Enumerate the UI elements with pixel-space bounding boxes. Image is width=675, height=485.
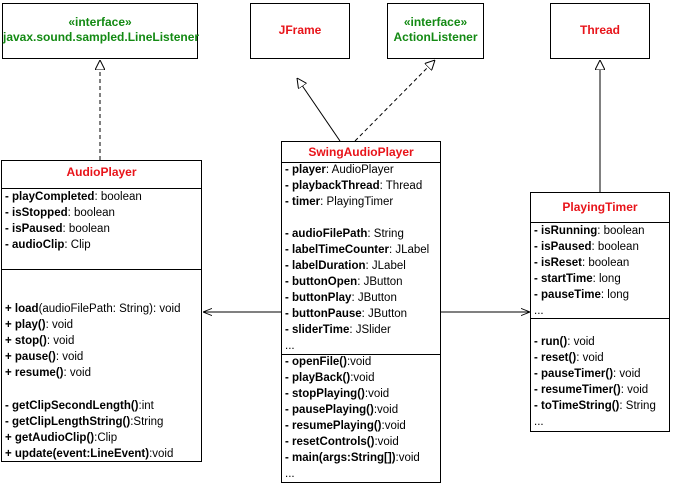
method-item: - run(): void	[534, 336, 595, 348]
field-item: - labelTimeCounter: JLabel	[285, 244, 430, 256]
class-name: ActionListener	[393, 30, 478, 44]
realization-swingaudioplayer-actionlistener	[354, 60, 435, 142]
method-item: + getAudioClip():Clip	[5, 432, 118, 444]
field-item: - startTime: long	[534, 273, 621, 285]
method-item: - toTimeString(): String	[534, 400, 656, 412]
method-item: + stop(): void	[5, 335, 75, 347]
methods-divider	[2, 269, 201, 270]
field-item: - playbackThread: Thread	[285, 180, 423, 192]
fields-divider	[2, 188, 201, 189]
field-item: - audioClip: Clip	[5, 239, 91, 251]
fields-divider	[282, 162, 440, 163]
method-item: - playBack():void	[285, 372, 375, 384]
method-item: - reset(): void	[534, 352, 604, 364]
method-item: - resumePlaying():void	[285, 420, 406, 432]
method-item: - stopPlaying():void	[285, 388, 390, 400]
method-item: - getClipLengthString():String	[5, 416, 164, 428]
class-line-listener: «interface» javax.sound.sampled.LineList…	[2, 3, 200, 59]
field-item: - labelDuration: JLabel	[285, 260, 406, 272]
method-item: + play(): void	[5, 319, 74, 331]
method-item: - openFile():void	[285, 356, 372, 368]
class-swing-audio-player: SwingAudioPlayer - player: AudioPlayer -…	[281, 141, 441, 483]
methods-divider	[531, 318, 669, 319]
class-name: SwingAudioPlayer	[308, 145, 414, 159]
method-item: - pausePlaying():void	[285, 404, 399, 416]
method-item: + resume(): void	[5, 367, 91, 379]
class-thread: Thread	[550, 3, 650, 59]
field-item: - isPaused: boolean	[5, 223, 110, 235]
method-item: - getClipSecondLength():int	[5, 400, 154, 412]
field-item: - isReset: boolean	[534, 257, 630, 269]
methods-divider	[282, 354, 440, 355]
stereotype-label: «interface»	[68, 15, 132, 29]
field-item: - audioFilePath: String	[285, 228, 404, 240]
field-item: - player: AudioPlayer	[285, 164, 394, 176]
field-item: - buttonPause: JButton	[285, 308, 408, 320]
stereotype-label: «interface»	[403, 15, 468, 29]
field-item: - playCompleted: boolean	[5, 191, 142, 203]
method-item: + update(event:LineEvent):void	[5, 448, 174, 460]
fields-divider	[531, 222, 669, 223]
class-name: AudioPlayer	[66, 165, 137, 179]
method-item: - main(args:String[]):void	[285, 452, 420, 464]
class-name: javax.sound.sampled.LineListener	[3, 30, 200, 44]
field-item: - buttonPlay: JButton	[285, 292, 397, 304]
method-item: - resumeTimer(): void	[534, 384, 649, 396]
class-playing-timer: PlayingTimer - isRunning: boolean - isPa…	[530, 192, 670, 432]
field-item: - isPaused: boolean	[534, 241, 639, 253]
class-action-listener: «interface» ActionListener	[387, 3, 484, 59]
field-ellipsis: ...	[285, 340, 295, 352]
field-item: - pauseTime: long	[534, 289, 630, 301]
method-item: + load(audioFilePath: String): void	[5, 303, 181, 315]
class-audio-player: AudioPlayer - playCompleted: boolean - i…	[1, 160, 202, 462]
field-item: - buttonOpen: JButton	[285, 276, 403, 288]
field-item: - sliderTime: JSlider	[285, 324, 391, 336]
class-jframe: JFrame	[250, 3, 350, 59]
field-ellipsis: ...	[534, 305, 544, 317]
class-name: JFrame	[278, 23, 322, 37]
field-item: - isStopped: boolean	[5, 207, 115, 219]
field-item: - timer: PlayingTimer	[285, 196, 394, 208]
method-item: - resetControls():void	[285, 436, 399, 448]
method-item: + pause(): void	[5, 351, 84, 363]
method-item: - pauseTimer(): void	[534, 368, 641, 380]
method-ellipsis: ...	[285, 468, 295, 480]
method-ellipsis: ...	[534, 416, 544, 428]
field-item: - isRunning: boolean	[534, 225, 645, 237]
class-name: PlayingTimer	[562, 200, 638, 214]
class-name: Thread	[579, 23, 620, 37]
inheritance-swingaudioplayer-jframe	[297, 78, 341, 142]
